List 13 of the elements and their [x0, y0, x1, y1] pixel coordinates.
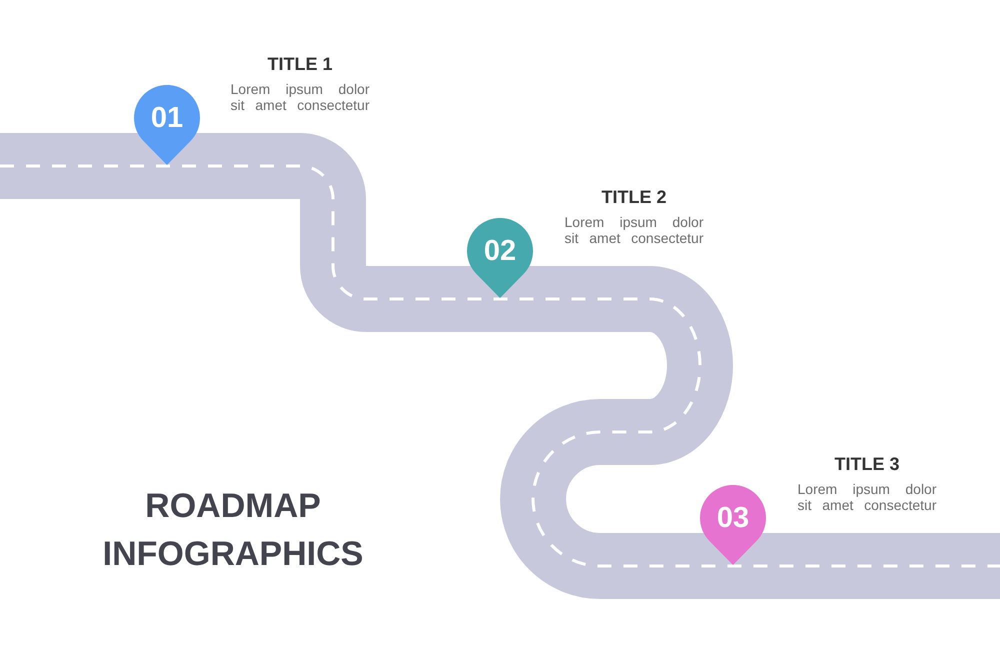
step-description: Lorem ipsum dolor sit amet consectetur: [798, 481, 936, 513]
step-number: 03: [716, 501, 750, 536]
step-number: 01: [150, 101, 184, 136]
map-pin: [467, 218, 533, 298]
step-title: TITLE 1: [266, 53, 334, 75]
diagram-title: ROADMAP INFOGRAPHICS: [102, 486, 364, 575]
step-title: TITLE 3: [833, 453, 900, 475]
step-title: TITLE 2: [600, 186, 668, 208]
step-number: 02: [482, 234, 518, 269]
map-pin: [134, 85, 200, 165]
step-description: Lorem ipsum dolor sit amet consectetur: [564, 214, 704, 246]
map-pin: [700, 485, 766, 565]
step-description: Lorem ipsum dolor sit amet consectetur: [230, 81, 370, 113]
